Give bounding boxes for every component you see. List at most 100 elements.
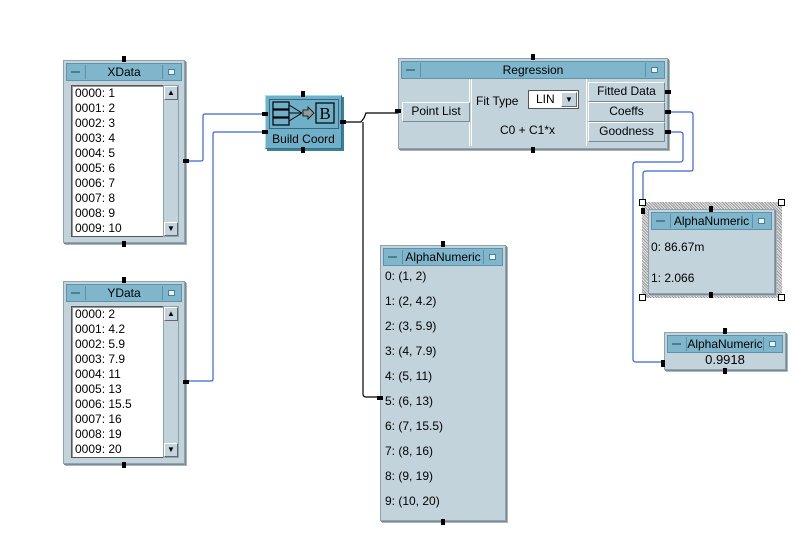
goodness-pin — [665, 130, 671, 134]
maximize-icon[interactable] — [645, 63, 664, 77]
list-item: 0: (1, 2) — [385, 269, 427, 283]
wire-buildcoord-to-regression — [342, 112, 398, 123]
ydata-object[interactable]: YData 0000: 2 0001: 4.2 0002: 5.9 0003: … — [63, 277, 189, 468]
list-item: 9: (10, 20) — [385, 494, 440, 508]
minimize-icon[interactable] — [668, 337, 687, 351]
scroll-up-icon[interactable]: ▲ — [164, 86, 178, 100]
minimize-icon[interactable] — [384, 250, 403, 264]
points-display-title-bar[interactable]: AlphaNumeric — [383, 248, 503, 266]
sequence-in-pin — [441, 241, 445, 247]
fit-type-value: LIN — [536, 92, 555, 106]
sequence-out-pin — [723, 368, 727, 374]
sequence-out-pin — [709, 292, 713, 298]
coeffs-display-object[interactable]: AlphaNumeric 0: 86.67m 1: 2.066 — [641, 206, 775, 298]
maximize-icon[interactable] — [483, 250, 502, 264]
minimize-icon[interactable] — [67, 286, 86, 300]
list-item: 8: (9, 19) — [385, 469, 434, 483]
fitted-data-pin — [665, 90, 671, 94]
goodness-display-title-bar[interactable]: AlphaNumeric — [667, 335, 783, 353]
regression-title-bar[interactable]: Regression — [401, 61, 665, 79]
build-coord-label: Build Coord — [272, 132, 335, 146]
sequence-in-pin — [531, 54, 535, 60]
ydata-scrollbar[interactable]: ▲ ▼ — [163, 306, 179, 458]
scroll-down-icon[interactable]: ▼ — [164, 222, 178, 236]
selection-handle[interactable] — [778, 294, 785, 301]
list-item: 2: (3, 5.9) — [385, 319, 437, 333]
list-item: 0007: 16 — [75, 412, 122, 426]
coeffs-output[interactable]: Coeffs — [588, 102, 665, 122]
xdata-scrollbar[interactable]: ▲ ▼ — [163, 85, 179, 237]
maximize-icon[interactable] — [162, 286, 181, 300]
ydata-title-bar[interactable]: YData — [66, 284, 182, 302]
minimize-icon[interactable] — [402, 63, 421, 77]
ydata-title: YData — [107, 286, 141, 300]
ydata-list[interactable]: 0000: 2 0001: 4.2 0002: 5.9 0003: 7.9 00… — [71, 306, 168, 458]
fit-type-label: Fit Type — [476, 94, 519, 108]
list-item: 0004: 11 — [75, 367, 121, 381]
list-item: 0004: 5 — [75, 146, 116, 160]
maximize-icon[interactable] — [162, 65, 181, 79]
regression-object[interactable]: Regression Point List Fit Type LIN ▼ C0 … — [395, 54, 671, 153]
list-item: 1: 2.066 — [651, 271, 695, 285]
sequence-out-pin — [122, 241, 126, 247]
list-item: 0: 86.67m — [651, 240, 705, 254]
list-item: 0008: 19 — [75, 427, 122, 441]
list-item: 1: (2, 4.2) — [385, 294, 437, 308]
wire-ydata-to-buildcoord — [186, 131, 267, 382]
y-in-pin — [262, 130, 268, 134]
list-item: 0009: 20 — [75, 442, 122, 456]
formula-text: C0 + C1*x — [500, 123, 556, 137]
list-item: 0002: 3 — [75, 116, 116, 130]
list-item: 0003: 4 — [75, 131, 116, 145]
selection-handle[interactable] — [639, 199, 646, 206]
x-in-pin — [262, 112, 268, 116]
sequence-in-pin — [723, 328, 727, 334]
goodness-output[interactable]: Goodness — [588, 122, 665, 142]
list-item: 4: (5, 11) — [385, 369, 433, 383]
coord-out-pin — [340, 120, 346, 124]
points-display-object[interactable]: AlphaNumeric 0: (1, 2) 1: (2, 4.2) 2: (3… — [377, 241, 506, 525]
list-item: 0005: 13 — [75, 382, 122, 396]
build-coord-object[interactable]: B Build Coord — [262, 91, 346, 153]
goodness-value: 0.9918 — [705, 352, 745, 367]
goodness-display-object[interactable]: AlphaNumeric 0.9918 — [661, 328, 786, 374]
sequence-out-pin — [531, 147, 535, 153]
sequence-in-pin — [122, 56, 126, 62]
coeffs-display-title-bar[interactable]: AlphaNumeric — [651, 212, 772, 230]
list-item: 0009: 10 — [75, 221, 122, 235]
maximize-icon[interactable] — [752, 214, 771, 228]
sequence-out-pin — [122, 462, 126, 468]
xdata-object[interactable]: XData 0000: 1 0001: 2 0002: 3 0003: 4 00… — [63, 56, 189, 247]
sequence-in-pin — [709, 206, 713, 212]
scroll-up-icon[interactable]: ▲ — [164, 307, 178, 321]
scroll-down-icon[interactable]: ▼ — [164, 443, 178, 457]
list-item: 0008: 9 — [75, 206, 116, 220]
data-in-pin — [641, 208, 645, 214]
selection-handle[interactable] — [639, 294, 646, 301]
list-item: 0007: 8 — [75, 191, 116, 205]
point-list-pin — [395, 109, 401, 113]
maximize-icon[interactable] — [763, 337, 782, 351]
minimize-icon[interactable] — [652, 214, 671, 228]
wire-xdata-to-buildcoord — [186, 113, 267, 162]
sequence-in-pin — [122, 277, 126, 283]
list-item: 7: (8, 16) — [385, 444, 434, 458]
coeffs-pin — [665, 110, 671, 114]
list-item: 0002: 5.9 — [75, 337, 126, 351]
selection-handle[interactable] — [778, 199, 785, 206]
minimize-icon[interactable] — [67, 65, 86, 79]
list-item: 6: (7, 15.5) — [385, 419, 444, 433]
xdata-list[interactable]: 0000: 1 0001: 2 0002: 3 0003: 4 0004: 5 … — [71, 85, 168, 237]
list-item: 0001: 4.2 — [75, 322, 126, 336]
point-list-input[interactable]: Point List — [402, 102, 470, 122]
build-coord-glyph: B — [319, 104, 330, 123]
data-in-pin — [661, 360, 665, 367]
fitted-data-output[interactable]: Fitted Data — [588, 82, 665, 102]
xdata-title: XData — [107, 65, 141, 79]
list-item: 5: (6, 13) — [385, 394, 434, 408]
chevron-down-icon[interactable]: ▼ — [561, 92, 577, 107]
fit-type-select[interactable]: LIN ▼ — [528, 90, 579, 109]
sequence-in-pin — [301, 91, 305, 97]
sequence-out-pin — [301, 147, 305, 153]
xdata-title-bar[interactable]: XData — [66, 63, 182, 81]
